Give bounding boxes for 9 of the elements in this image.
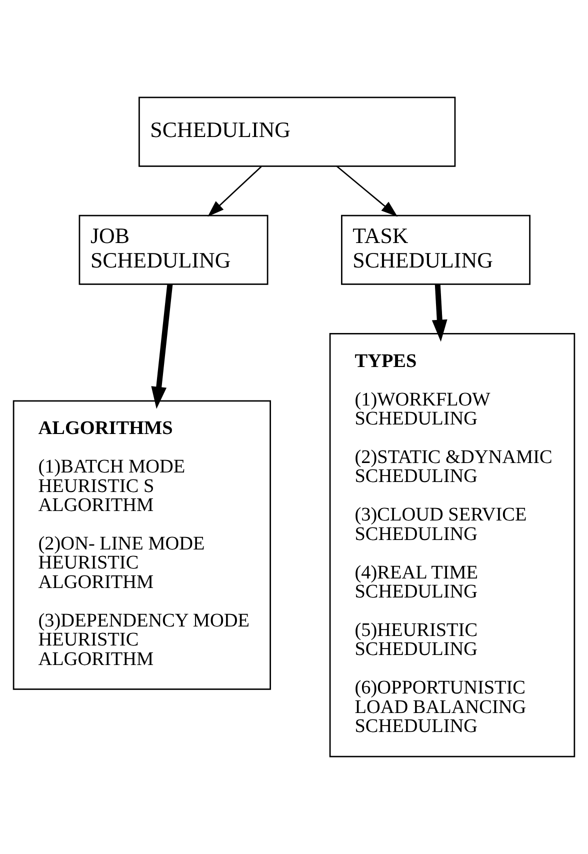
arrow xyxy=(151,284,173,409)
arrow xyxy=(336,166,398,217)
node-box: ALGORITHMS (1)BATCH MODE HEURISTIC S ALGORITHM (2)ON- LINE MODE HEURISTIC ALGORITHM (3)DEPENDENCY MODE HEURISTIC ALGORITHM xyxy=(12,400,271,690)
node-box: SCHEDULING xyxy=(138,96,456,167)
node-box: JOB SCHEDULING xyxy=(78,214,268,285)
node-box: TASK SCHEDULING xyxy=(341,214,530,285)
arrow xyxy=(432,284,448,342)
arrow xyxy=(208,166,262,217)
node-box: TYPES (1)WORKFLOW SCHEDULING (2)STATIC &DYNAMIC SCHEDULING (3)CLOUD SERVICE SCHEDULING (4)REAL TIME SCHEDULING (5)HEURISTIC SCHEDULING (6)OPPORTUNISTIC LOAD BALANCING SCHEDULING xyxy=(329,332,576,758)
